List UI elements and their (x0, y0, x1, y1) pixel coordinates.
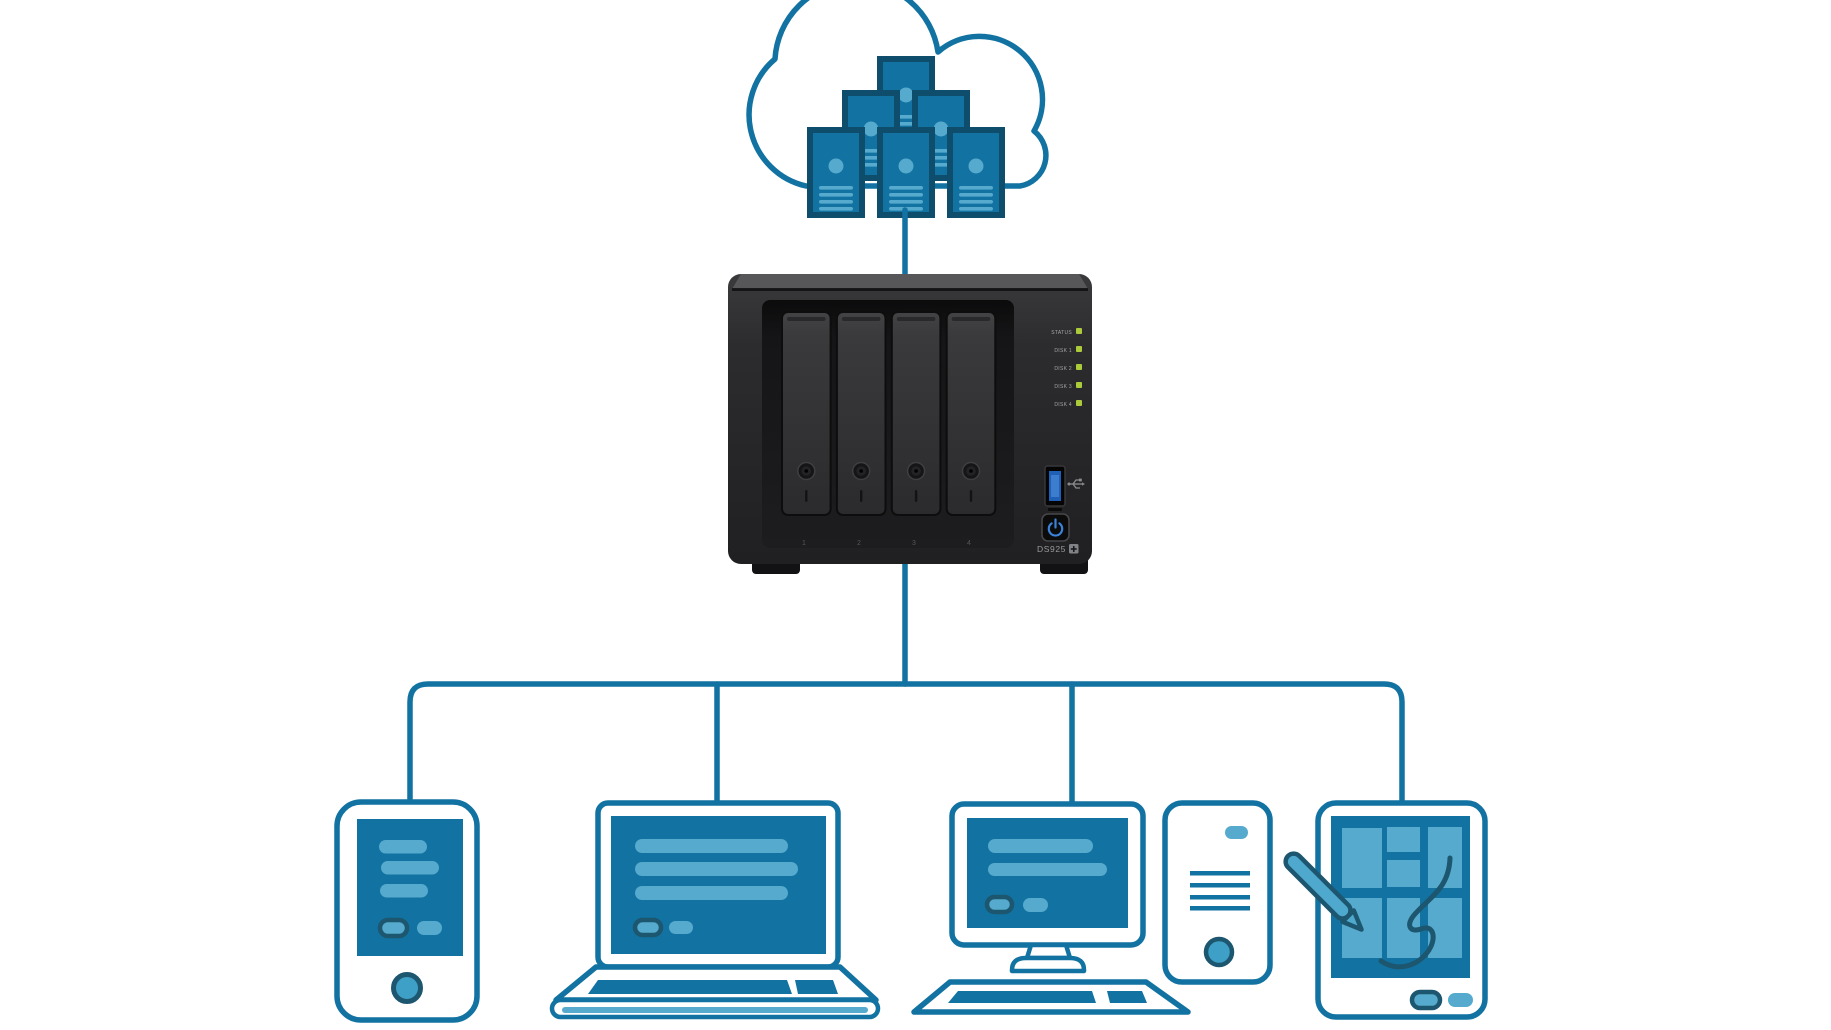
nas-to-devices-lines (407, 557, 1405, 806)
disk3-led-label: DISK 3 (1054, 384, 1072, 390)
monitor-stand-base (1009, 955, 1087, 974)
tower-pc (1162, 800, 1273, 985)
drive-bay-1 (781, 311, 832, 516)
tablet-pill-outlined (1409, 989, 1443, 1011)
usb-port (1044, 465, 1066, 511)
disk2-led-label: DISK 2 (1054, 366, 1072, 372)
disk2-led (1076, 364, 1082, 370)
cloud-server-bottom-center (877, 127, 935, 218)
bay-number-2: 2 (857, 540, 861, 547)
power-button (1041, 513, 1070, 542)
smartphone-pill-outlined (377, 917, 410, 939)
nas-top-face (732, 274, 1088, 289)
nas-led-panel: STATUS DISK 1 DISK 2 DISK 3 DISK 4 (1051, 328, 1082, 408)
laptop (549, 800, 881, 1020)
smartphone (334, 799, 480, 1023)
disk1-led (1076, 346, 1082, 352)
bay-number-1: 1 (802, 540, 806, 547)
status-led-label: STATUS (1051, 330, 1072, 336)
cloud-group (746, 0, 1049, 218)
model-label: DS925 (1037, 544, 1079, 554)
cloud-server-bottom-left (807, 127, 865, 218)
laptop-pill-outlined (632, 917, 664, 938)
laptop-keyboard-area (588, 980, 792, 994)
status-led (1076, 328, 1082, 334)
nas-device: 1 2 3 4 STATUS DISK 1 DISK 2 DISK 3 DISK… (728, 274, 1092, 574)
desktop-keyboard-keys (948, 991, 1096, 1003)
monitor-pill-outlined (984, 894, 1015, 915)
desktop-monitor (911, 801, 1191, 1015)
tower-drive-slot (1225, 826, 1248, 839)
tower-body (1162, 800, 1273, 985)
disk1-led-label: DISK 1 (1054, 348, 1072, 354)
disk4-led-label: DISK 4 (1054, 402, 1072, 408)
cloud-server-bottom-right (947, 127, 1005, 218)
stylus-squiggle (1378, 855, 1453, 970)
drive-bay-3 (890, 311, 942, 516)
stylus-icon (1283, 851, 1364, 932)
usb-icon (1067, 478, 1085, 489)
tablet-app-tiles (1342, 827, 1462, 958)
bay-number-4: 4 (967, 540, 971, 547)
drive-bay-2 (835, 311, 887, 516)
drive-bay-4 (945, 311, 997, 516)
disk4-led (1076, 400, 1082, 406)
tablet (1283, 800, 1488, 1020)
model-text: DS925 (1037, 544, 1066, 554)
smartphone-home-button (391, 972, 423, 1004)
tower-power-button (1203, 936, 1235, 968)
disk3-led (1076, 382, 1082, 388)
bay-number-3: 3 (912, 540, 916, 547)
power-icon (1047, 518, 1064, 537)
